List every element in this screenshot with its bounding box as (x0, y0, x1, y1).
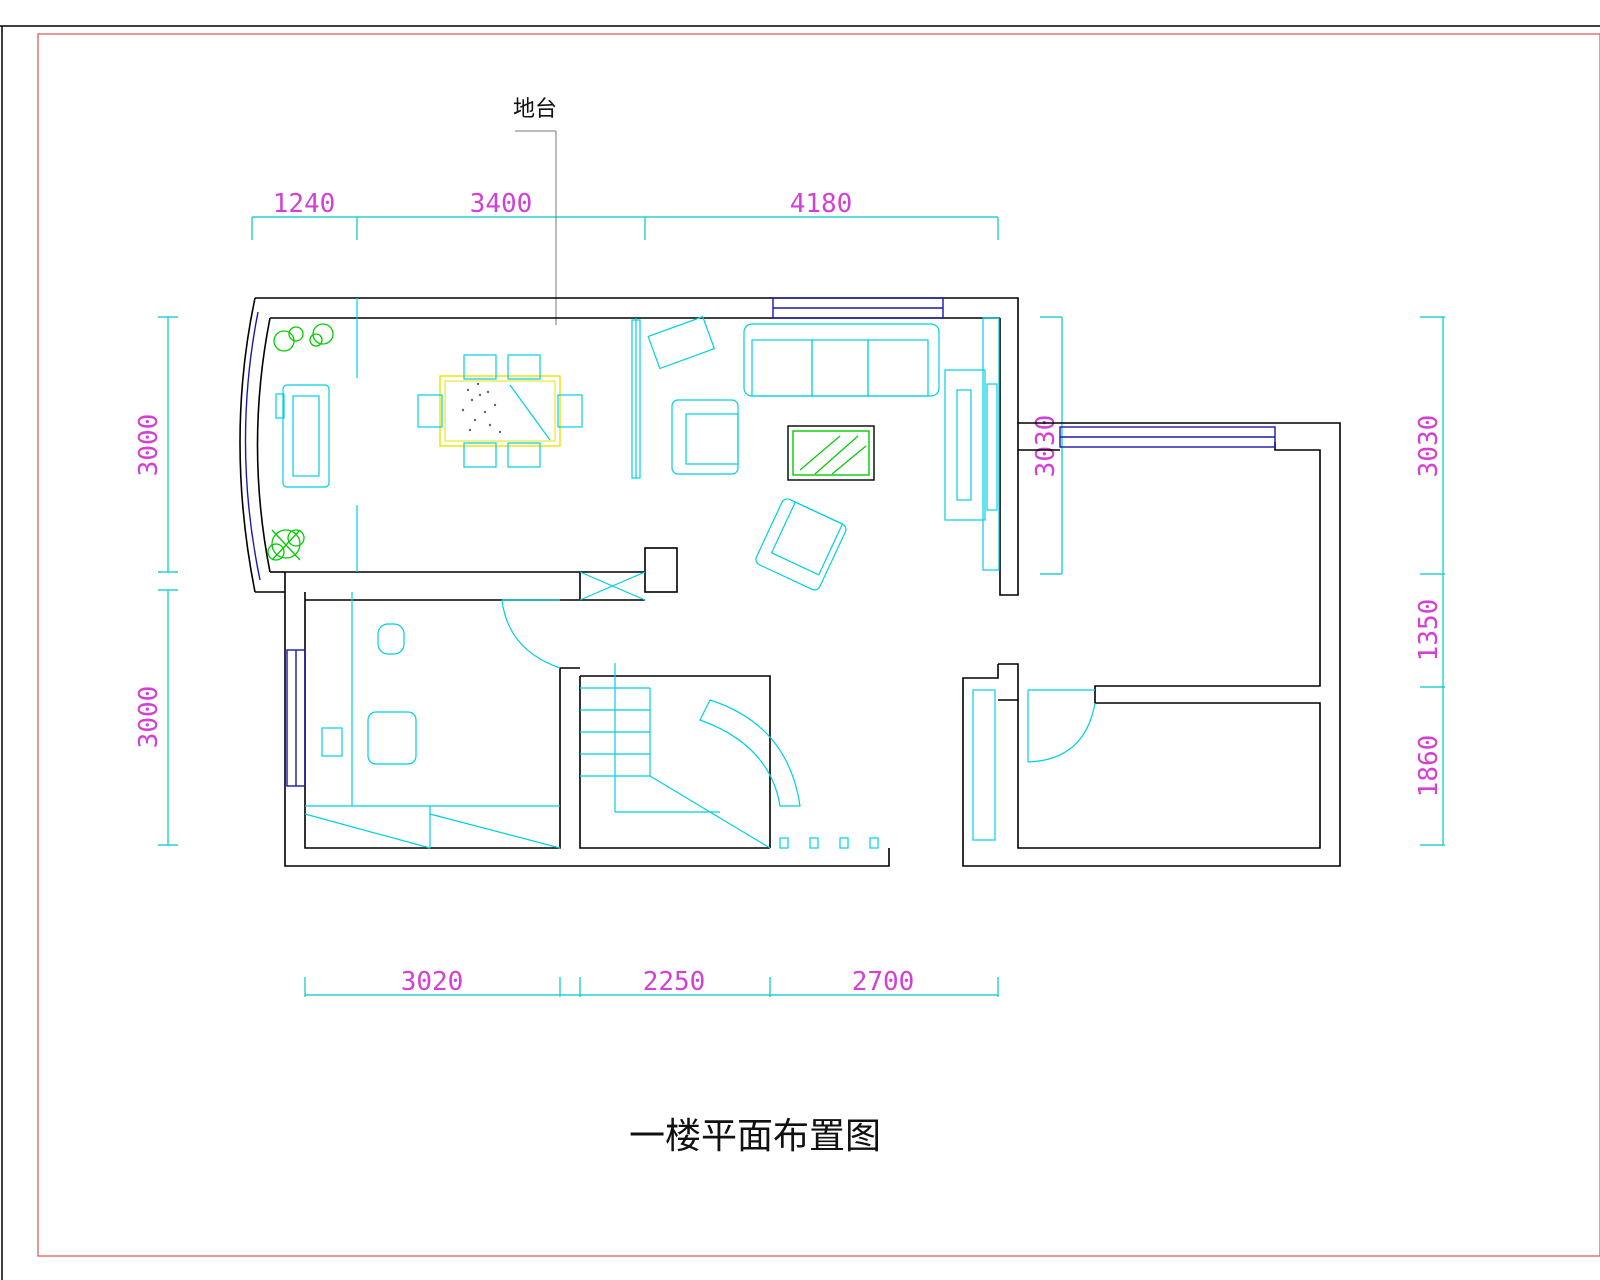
furniture (275, 298, 1096, 849)
far-right-dim-2: 1350 (1414, 599, 1444, 662)
left-dimension-line (158, 316, 178, 846)
bottom-dim-3: 2700 (852, 967, 915, 997)
top-dim-2: 3400 (470, 189, 533, 219)
left-dim-1: 3000 (134, 414, 164, 477)
far-right-dim-3: 1860 (1414, 735, 1444, 798)
windows (244, 297, 1276, 787)
top-dim-3: 4180 (790, 189, 853, 219)
plants (267, 323, 334, 561)
bottom-dimension-line (304, 977, 999, 997)
leader-line (515, 130, 557, 325)
leader-label: 地台 (513, 97, 557, 122)
drawing-frame (0, 25, 1600, 1280)
drawing-title: 一楼平面布置图 (629, 1116, 881, 1157)
top-dim-1: 1240 (273, 189, 336, 219)
bottom-dim-1: 3020 (401, 967, 464, 997)
bottom-dim-2: 2250 (643, 967, 706, 997)
left-dim-2: 3000 (134, 686, 164, 749)
far-right-dim-1: 3030 (1414, 415, 1444, 478)
top-dimension-line (251, 216, 999, 240)
walls (239, 297, 1341, 867)
middle-right-dim: 3030 (1031, 415, 1061, 478)
coffee-table (787, 425, 875, 481)
middle-right-dimension-line (1040, 316, 1063, 575)
dining-table (417, 354, 583, 468)
far-right-dimension-line (1420, 316, 1445, 846)
